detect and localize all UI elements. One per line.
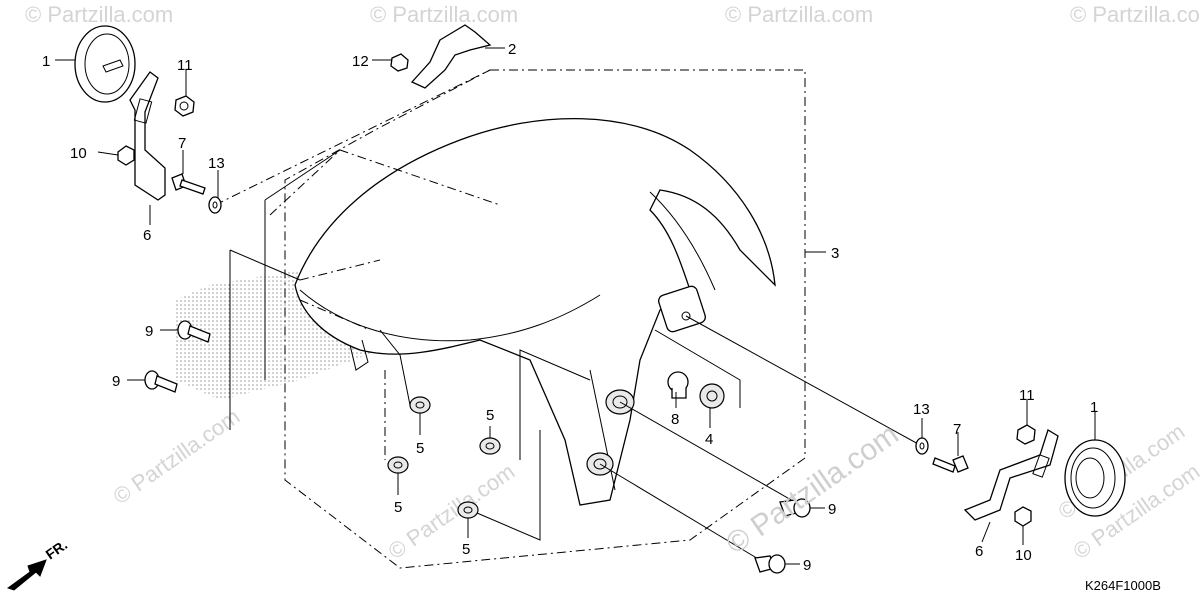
callout-1: 1 [42, 53, 50, 70]
bolt-right [932, 455, 969, 473]
callout-8: 8 [671, 411, 679, 428]
rubber-cap-left [74, 25, 136, 103]
rubber-cap-right [1064, 439, 1126, 517]
watermark: © Partzilla.com [1070, 2, 1200, 27]
callout-6: 6 [975, 543, 983, 560]
callout-4: 4 [705, 431, 713, 448]
callout-5: 5 [462, 541, 470, 558]
washer-right [915, 437, 929, 455]
bolt-9-upper-left [177, 320, 211, 343]
callout-9: 9 [828, 501, 836, 518]
watermark: © Partzilla.com [109, 404, 245, 510]
callout-2: 2 [508, 41, 516, 58]
watermark: © Partzilla.com [725, 2, 873, 27]
callout-1: 1 [1090, 399, 1098, 416]
stay-bracket-top [410, 24, 492, 89]
callout-13: 13 [208, 155, 225, 172]
collar-nut-left [117, 145, 135, 166]
bracket-left [129, 71, 166, 201]
collar-8 [667, 371, 689, 399]
callout-10: 10 [70, 145, 87, 162]
callout-12: 12 [352, 53, 369, 70]
watermark: © Partzilla.com [25, 2, 173, 27]
bolt-9-lower-left [144, 370, 178, 393]
bolt-9-lower-right [754, 554, 786, 574]
direction-label: FR. [43, 536, 71, 562]
callout-11: 11 [177, 57, 193, 74]
callout-10: 10 [1015, 547, 1032, 564]
watermark: © Partzilla.com [720, 418, 905, 561]
grommet-5-a [409, 396, 431, 414]
callout-13: 13 [913, 401, 930, 418]
bolt-left [171, 173, 206, 195]
watermark: © Partzilla.com [384, 459, 520, 565]
diagram-code: K264F1000B [1085, 578, 1161, 593]
grommet-4 [699, 383, 725, 409]
callout-leaders [55, 47, 1096, 565]
callout-5: 5 [486, 407, 494, 424]
callout-7: 7 [953, 421, 961, 438]
grommet-5-b [387, 456, 409, 474]
nut-left [174, 95, 195, 117]
bolt-9-upper-right [779, 498, 811, 518]
washer-left [208, 196, 222, 214]
nut-top [390, 53, 409, 72]
grommet-5-c [479, 437, 501, 455]
watermark: © Partzilla.com [370, 2, 518, 27]
front-direction-arrow: FR. [6, 536, 71, 591]
grommet-5-d [457, 501, 479, 519]
assembly-boundary [284, 69, 806, 569]
callout-11: 11 [1019, 387, 1035, 404]
helper-lines [214, 69, 921, 561]
callout-3: 3 [831, 245, 839, 262]
nut-right [1016, 424, 1036, 445]
collar-nut-right [1014, 506, 1032, 527]
callout-9: 9 [803, 557, 811, 574]
bracket-right [963, 429, 1059, 521]
callout-labels: 1 11 10 7 13 6 12 2 3 9 9 5 5 5 5 8 4 9 … [42, 41, 1098, 574]
callout-9: 9 [145, 323, 153, 340]
callout-5: 5 [416, 440, 424, 457]
callout-7: 7 [178, 135, 186, 152]
front-fender [294, 118, 776, 506]
callout-9: 9 [112, 373, 120, 390]
callout-6: 6 [143, 227, 151, 244]
callout-5: 5 [394, 499, 402, 516]
